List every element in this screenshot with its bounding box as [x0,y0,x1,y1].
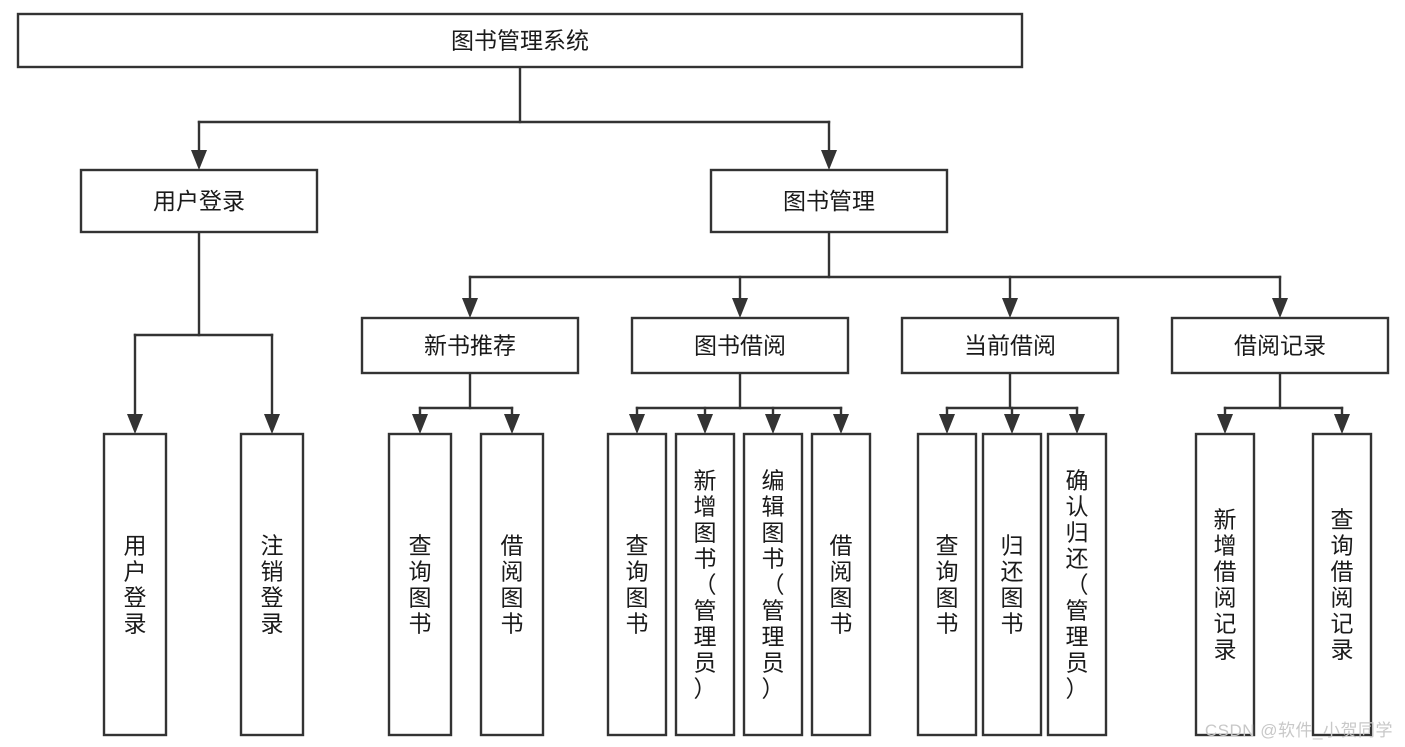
node-current-borrow-label: 当前借阅 [964,333,1056,359]
node-leaf-add-borrow-record-box [1194,432,1256,737]
node-borrow-record[interactable]: 借阅记录 [1170,316,1390,375]
connector-arrowhead [1334,414,1350,434]
node-leaf-user-logout[interactable]: 注销登录 [239,432,305,737]
node-leaf-query-borrow-record-box [1311,432,1373,737]
connector-arrowhead [833,414,849,434]
connector-arrowhead [127,414,143,434]
node-book-manage-box [709,168,949,234]
node-leaf-query-book-3-label: 查询图书 [936,532,959,636]
node-leaf-user-login-box [102,432,168,737]
node-root-label: 图书管理系统 [451,28,589,54]
node-leaf-return-book-label: 归还图书 [1001,532,1024,636]
node-leaf-add-book-admin-box [674,432,736,737]
node-leaf-query-book-2-box [606,432,668,737]
connector-arrowhead [1004,414,1020,434]
node-leaf-borrow-book-2-label: 借阅图书 [830,532,853,636]
node-leaf-query-book-2[interactable]: 查询图书 [606,432,668,737]
node-book-borrow-label: 图书借阅 [694,333,786,359]
connector-layer [127,65,1350,434]
node-root-box [16,12,1024,69]
node-leaf-user-logout-box [239,432,305,737]
node-leaf-add-borrow-record[interactable]: 新增借阅记录 [1194,432,1256,737]
connector-arrowhead [1069,414,1085,434]
connector-arrowhead [697,414,713,434]
node-leaf-query-book-1-label: 查询图书 [409,532,432,636]
node-leaf-query-book-2-label: 查询图书 [626,532,649,636]
node-current-borrow[interactable]: 当前借阅 [900,316,1120,375]
node-leaf-user-login[interactable]: 用户登录 [102,432,168,737]
connector-arrowhead [765,414,781,434]
node-leaf-add-borrow-record-label: 新增借阅记录 [1214,506,1237,662]
node-leaf-return-book-box [981,432,1043,737]
connector-arrowhead [264,414,280,434]
connector-arrowhead [412,414,428,434]
connector-arrowhead [732,298,748,318]
connector-arrowhead [462,298,478,318]
node-leaf-return-book[interactable]: 归还图书 [981,432,1043,737]
node-leaf-query-book-3-box [916,432,978,737]
node-leaf-edit-book-admin-box [742,432,804,737]
node-book-borrow-box [630,316,850,375]
node-borrow-record-box [1170,316,1390,375]
node-user-login-label: 用户登录 [153,188,245,214]
connector-arrowhead [821,150,837,170]
node-leaf-query-book-1-box [387,432,453,737]
connector-arrowhead [1217,414,1233,434]
connector-arrowhead [504,414,520,434]
node-leaf-confirm-return-admin-box [1046,432,1108,737]
node-book-manage-label: 图书管理 [783,188,875,214]
node-leaf-user-logout-label: 注销登录 [261,532,284,636]
node-user-login-box [79,168,319,234]
node-new-book-recommend-box [360,316,580,375]
node-leaf-query-book-3[interactable]: 查询图书 [916,432,978,737]
node-leaf-add-book-admin-label: 新增图书（管理员） [694,467,717,701]
node-user-login[interactable]: 用户登录 [79,168,319,234]
node-new-book-recommend[interactable]: 新书推荐 [360,316,580,375]
connector-arrowhead [191,150,207,170]
node-leaf-edit-book-admin[interactable]: 编辑图书（管理员） [742,432,804,737]
connector-arrowhead [1272,298,1288,318]
node-book-manage[interactable]: 图书管理 [709,168,949,234]
connector-arrowhead [1002,298,1018,318]
node-book-borrow[interactable]: 图书借阅 [630,316,850,375]
node-new-book-recommend-label: 新书推荐 [424,333,516,359]
node-leaf-borrow-book-2-box [810,432,872,737]
node-leaf-add-book-admin[interactable]: 新增图书（管理员） [674,432,736,737]
connector-arrowhead [629,414,645,434]
node-leaf-borrow-book-1-label: 借阅图书 [501,532,524,636]
node-root[interactable]: 图书管理系统 [16,12,1024,69]
node-leaf-query-borrow-record-label: 查询借阅记录 [1331,506,1354,662]
node-current-borrow-box [900,316,1120,375]
connector-arrowhead [939,414,955,434]
node-leaf-query-book-1[interactable]: 查询图书 [387,432,453,737]
node-leaf-confirm-return-admin-label: 确认归还（管理员） [1066,467,1089,701]
node-leaf-edit-book-admin-label: 编辑图书（管理员） [762,467,785,701]
node-borrow-record-label: 借阅记录 [1234,333,1326,359]
csdn-watermark: CSDN @软件_小贺同学 [1204,721,1393,740]
node-leaf-user-login-label: 用户登录 [124,532,147,636]
node-leaf-borrow-book-1-box [479,432,545,737]
node-leaf-borrow-book-1[interactable]: 借阅图书 [479,432,545,737]
node-leaf-borrow-book-2[interactable]: 借阅图书 [810,432,872,737]
node-layer: 图书管理系统用户登录图书管理新书推荐图书借阅当前借阅借阅记录用户登录注销登录查询… [16,12,1390,737]
node-leaf-confirm-return-admin[interactable]: 确认归还（管理员） [1046,432,1108,737]
node-leaf-query-borrow-record[interactable]: 查询借阅记录 [1311,432,1373,737]
